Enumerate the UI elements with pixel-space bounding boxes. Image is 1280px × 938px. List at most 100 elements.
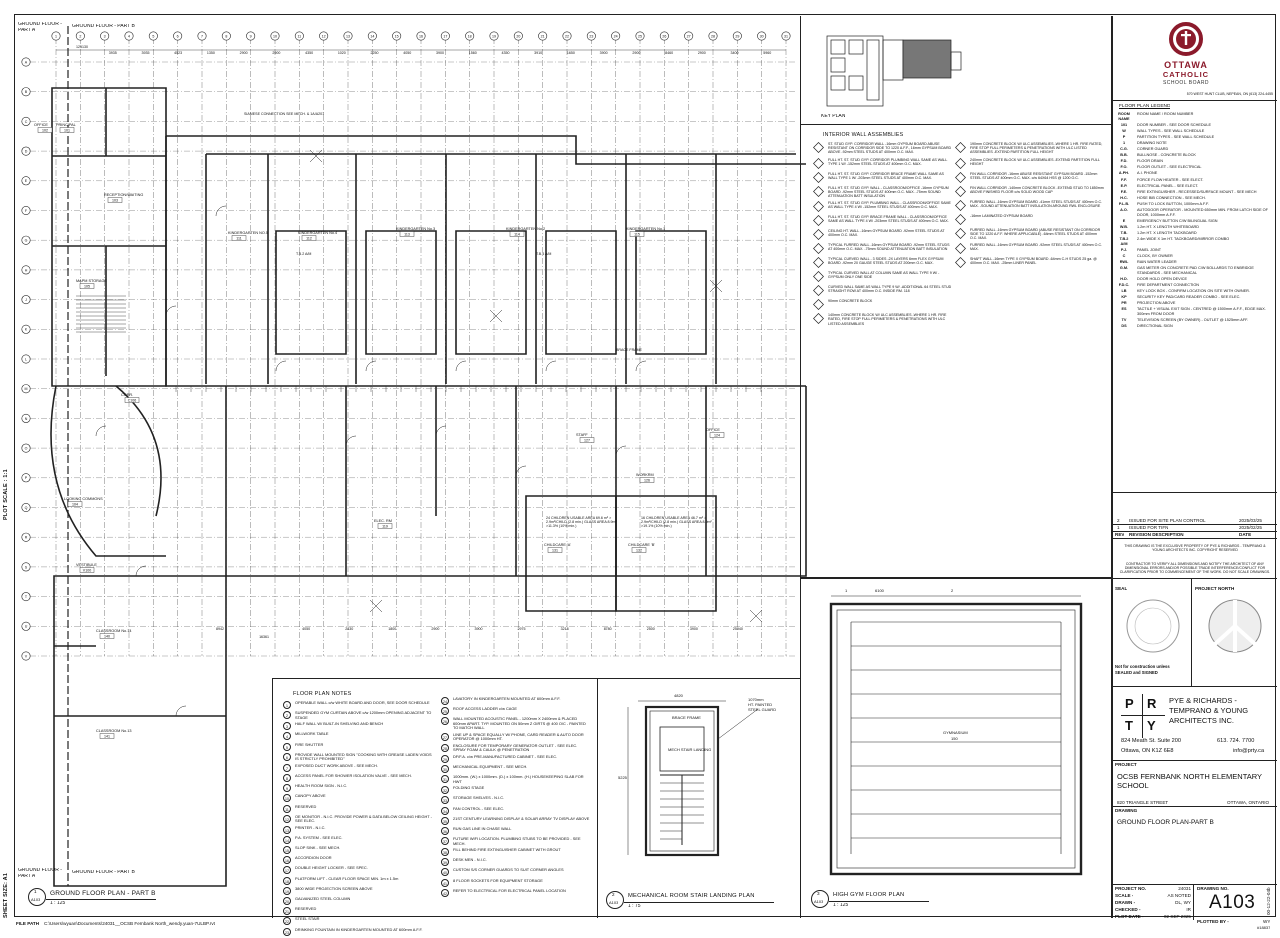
wall-assembly: -16mm LAMINATED GYPSUM BOARD [955,214,1105,225]
grid-label-column: 27 [687,35,691,39]
plan-annotation-text: BRACE FRAME [616,348,642,352]
grid-label-row: C [25,120,28,124]
view-bubble-3 [811,890,829,908]
note-text: STEEL STAIR [295,916,320,922]
door-swing [165,305,177,317]
note-text: 8 FLOOR SOCKETS FOR EQUIPMENT STORAGE [453,877,543,883]
wall-assembly: FIN WALL CORRIDOR -16mm ABUSE RESISTANT … [955,172,1105,183]
legend-symbol: ROOM NAME [1118,112,1130,121]
grid-bubble-row [21,502,31,512]
architect-logo-p: P [1125,696,1134,711]
grid-bubble-column [586,31,596,41]
grid-bubble-column [757,31,767,41]
note-text: REFER TO ELECTRICAL FOR ELECTRICAL PANEL… [453,887,566,893]
grid-bubble-column [489,31,499,41]
room-number-tag [639,477,655,483]
drawing-name: GROUND FLOOR PLAN-PART B [1117,819,1214,826]
grid-bubble-row [21,295,31,305]
dimension-top: 2900 [632,51,640,55]
room-number-tag [37,127,53,133]
note-number-bubble: 13 [283,825,291,834]
grid-label-column: 16 [419,35,423,39]
grid-label-row: N [25,417,28,421]
dimension-top: 125130 [76,45,88,49]
rev-header-desc: REVISION DESCRIPTION [1129,532,1184,537]
wall [275,230,347,355]
tb-divider-4 [1113,760,1277,761]
view-title-text-2: MECHANICAL ROOM STAIR LANDING PLAN [628,893,755,899]
wall-assembly-text: FURRED WALL -16mm GYPSUM BOARD -41mm STE… [970,199,1103,208]
room-name: KINDERGARTEN No.1 [626,227,665,231]
wall-assembly: FURRED WALL -16mm GYPSUM BOARD (ABUSE RE… [955,228,1105,241]
grid-label-column: 21 [541,35,545,39]
wall-assembly-text: -16mm LAMINATED GYPSUM BOARD [970,213,1033,218]
note-number-bubble: 42 [441,888,449,897]
mech-stair-panel: 4820 BRACE FRAME MECH STAIR LANDING 5225… [597,678,801,918]
wall-type-tag-icon [813,142,824,153]
note-number-bubble: 26 [441,717,449,726]
grid-label-column: 8 [225,35,227,39]
legend-description: CLOCK, BY OWNER [1137,253,1173,258]
seal-label: SEAL [1115,586,1128,591]
legend-item: A.PH.A.I. PHONE [1117,171,1273,176]
wall-assembly-text: 90mm CONCRETE BLOCK [828,299,873,304]
note-number-bubble: 25 [441,707,449,716]
room-name: CLASSROOM No.13 [96,729,131,733]
field-label: PLOT DATE - [1115,914,1144,919]
grid-bubble-row [21,57,31,67]
view-title-underline-3 [829,901,929,902]
legend-description: RAIN WATER LEADER [1137,259,1177,264]
door-swing [515,465,527,477]
drawing-no-label: DRAWING NO. [1197,886,1229,891]
wall-type-tag-icon [813,185,824,197]
wall-assembly: FULL HT. ST. STUD GYP. CORRIDOR BRACE FR… [813,172,953,183]
wall-type-tag-icon [813,215,824,227]
wall-assembly-text: CEILING HT. WALL -16mm GYPSUM BOARD -92m… [828,229,945,238]
grid-label-column: 20 [516,35,520,39]
grid-label-row: F [25,209,28,213]
grid-bubble-column [392,31,402,41]
legend-symbol: W.B. [1119,224,1129,229]
room-name: KINDERGARTEN No.2 [506,227,545,231]
wall [615,495,717,612]
note-number-bubble: 39 [441,858,449,867]
grid-bubble-row [21,324,31,334]
grid-label-column: 31 [784,35,788,39]
note-text: MILLWORK TABLE [295,731,329,737]
note-text: RESERVED [295,906,317,912]
grid-bubble-row [21,235,31,245]
dimension-top: 4523 [174,51,182,55]
legend-symbol: P.J. [1120,247,1128,252]
view-scale-1: 1 : 125 [50,901,66,906]
door-swing [615,445,627,457]
note-number-bubble: 29 [441,754,449,763]
seal-note-2: SEALED and SIGNED [1115,670,1158,675]
room-name: CHILDCARE 'B' [628,543,655,547]
door-swing [175,705,187,717]
grid-bubble-column [538,31,548,41]
brace-frame-mark [709,279,723,293]
legend-symbol: G.M. [1119,265,1129,270]
view-num-3: 3 [817,891,820,896]
dimension-top: 3935 [109,51,117,55]
dimension-bottom: 8780 [604,627,612,631]
legend-description: DOOR HOLD OPEN DEVICE [1137,276,1188,281]
field-value: AS NOTED [1167,893,1191,898]
note-number-bubble: 24 [441,697,449,705]
room-number: 141 [104,734,110,738]
grid-label-column: 1 [55,35,57,39]
legend-symbol: F.D.C. [1118,282,1130,287]
drawing-number: A103 [1209,892,1256,913]
room-number-tag [509,231,525,237]
tb-divider-6 [1113,884,1277,885]
